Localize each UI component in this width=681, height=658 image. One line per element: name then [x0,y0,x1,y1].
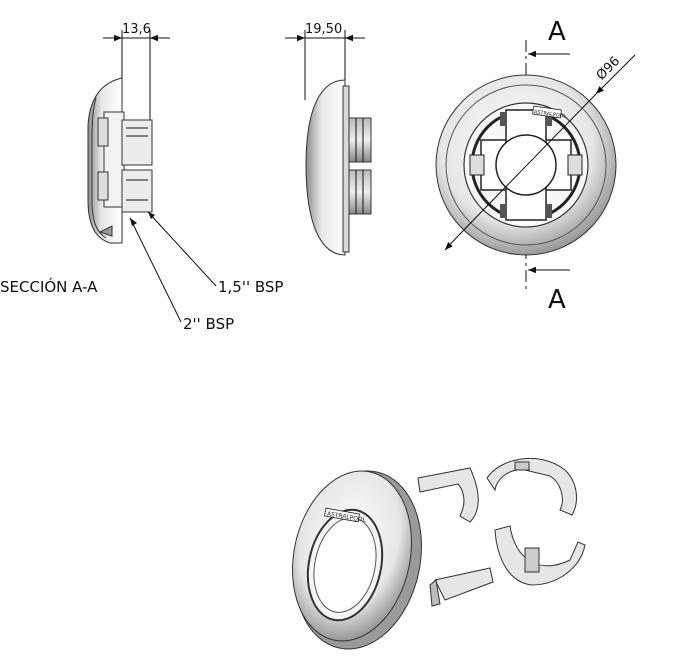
side-thread-lower [348,169,372,215]
section-view: 13,6 1,5'' BSP 2'' BSP SECCIÓN A-A [0,22,283,333]
leader-line [129,217,182,323]
dimension-depth-section: 13,6 [122,22,151,37]
thread-label-small: 1,5'' BSP [218,278,283,296]
thread-small [121,119,153,166]
section-marker-bottom: A [548,285,566,315]
clamp-lower-left [434,567,494,601]
section-marker-top: A [548,17,566,47]
thread-large [121,169,153,213]
thread-label-large: 2'' BSP [183,315,234,333]
dimension-diameter: Ø96 [594,54,624,84]
exploded-view: ASTRALPOOL [292,457,586,650]
clamp-lower-right [494,525,586,586]
front-view: A A ASTRALPOOL Ø96 [435,17,636,315]
side-ring [305,79,346,256]
dimension-depth-side: 19,50 [305,22,342,37]
side-thread-upper [348,117,372,163]
front-brand-mark: ASTRALPOOL [533,109,567,120]
clamp-upper-left [417,467,479,523]
clamp-upper-right [486,457,577,516]
section-caption: SECCIÓN A-A [0,277,98,296]
leader-line [147,211,217,287]
side-view: 19,50 [285,22,372,256]
